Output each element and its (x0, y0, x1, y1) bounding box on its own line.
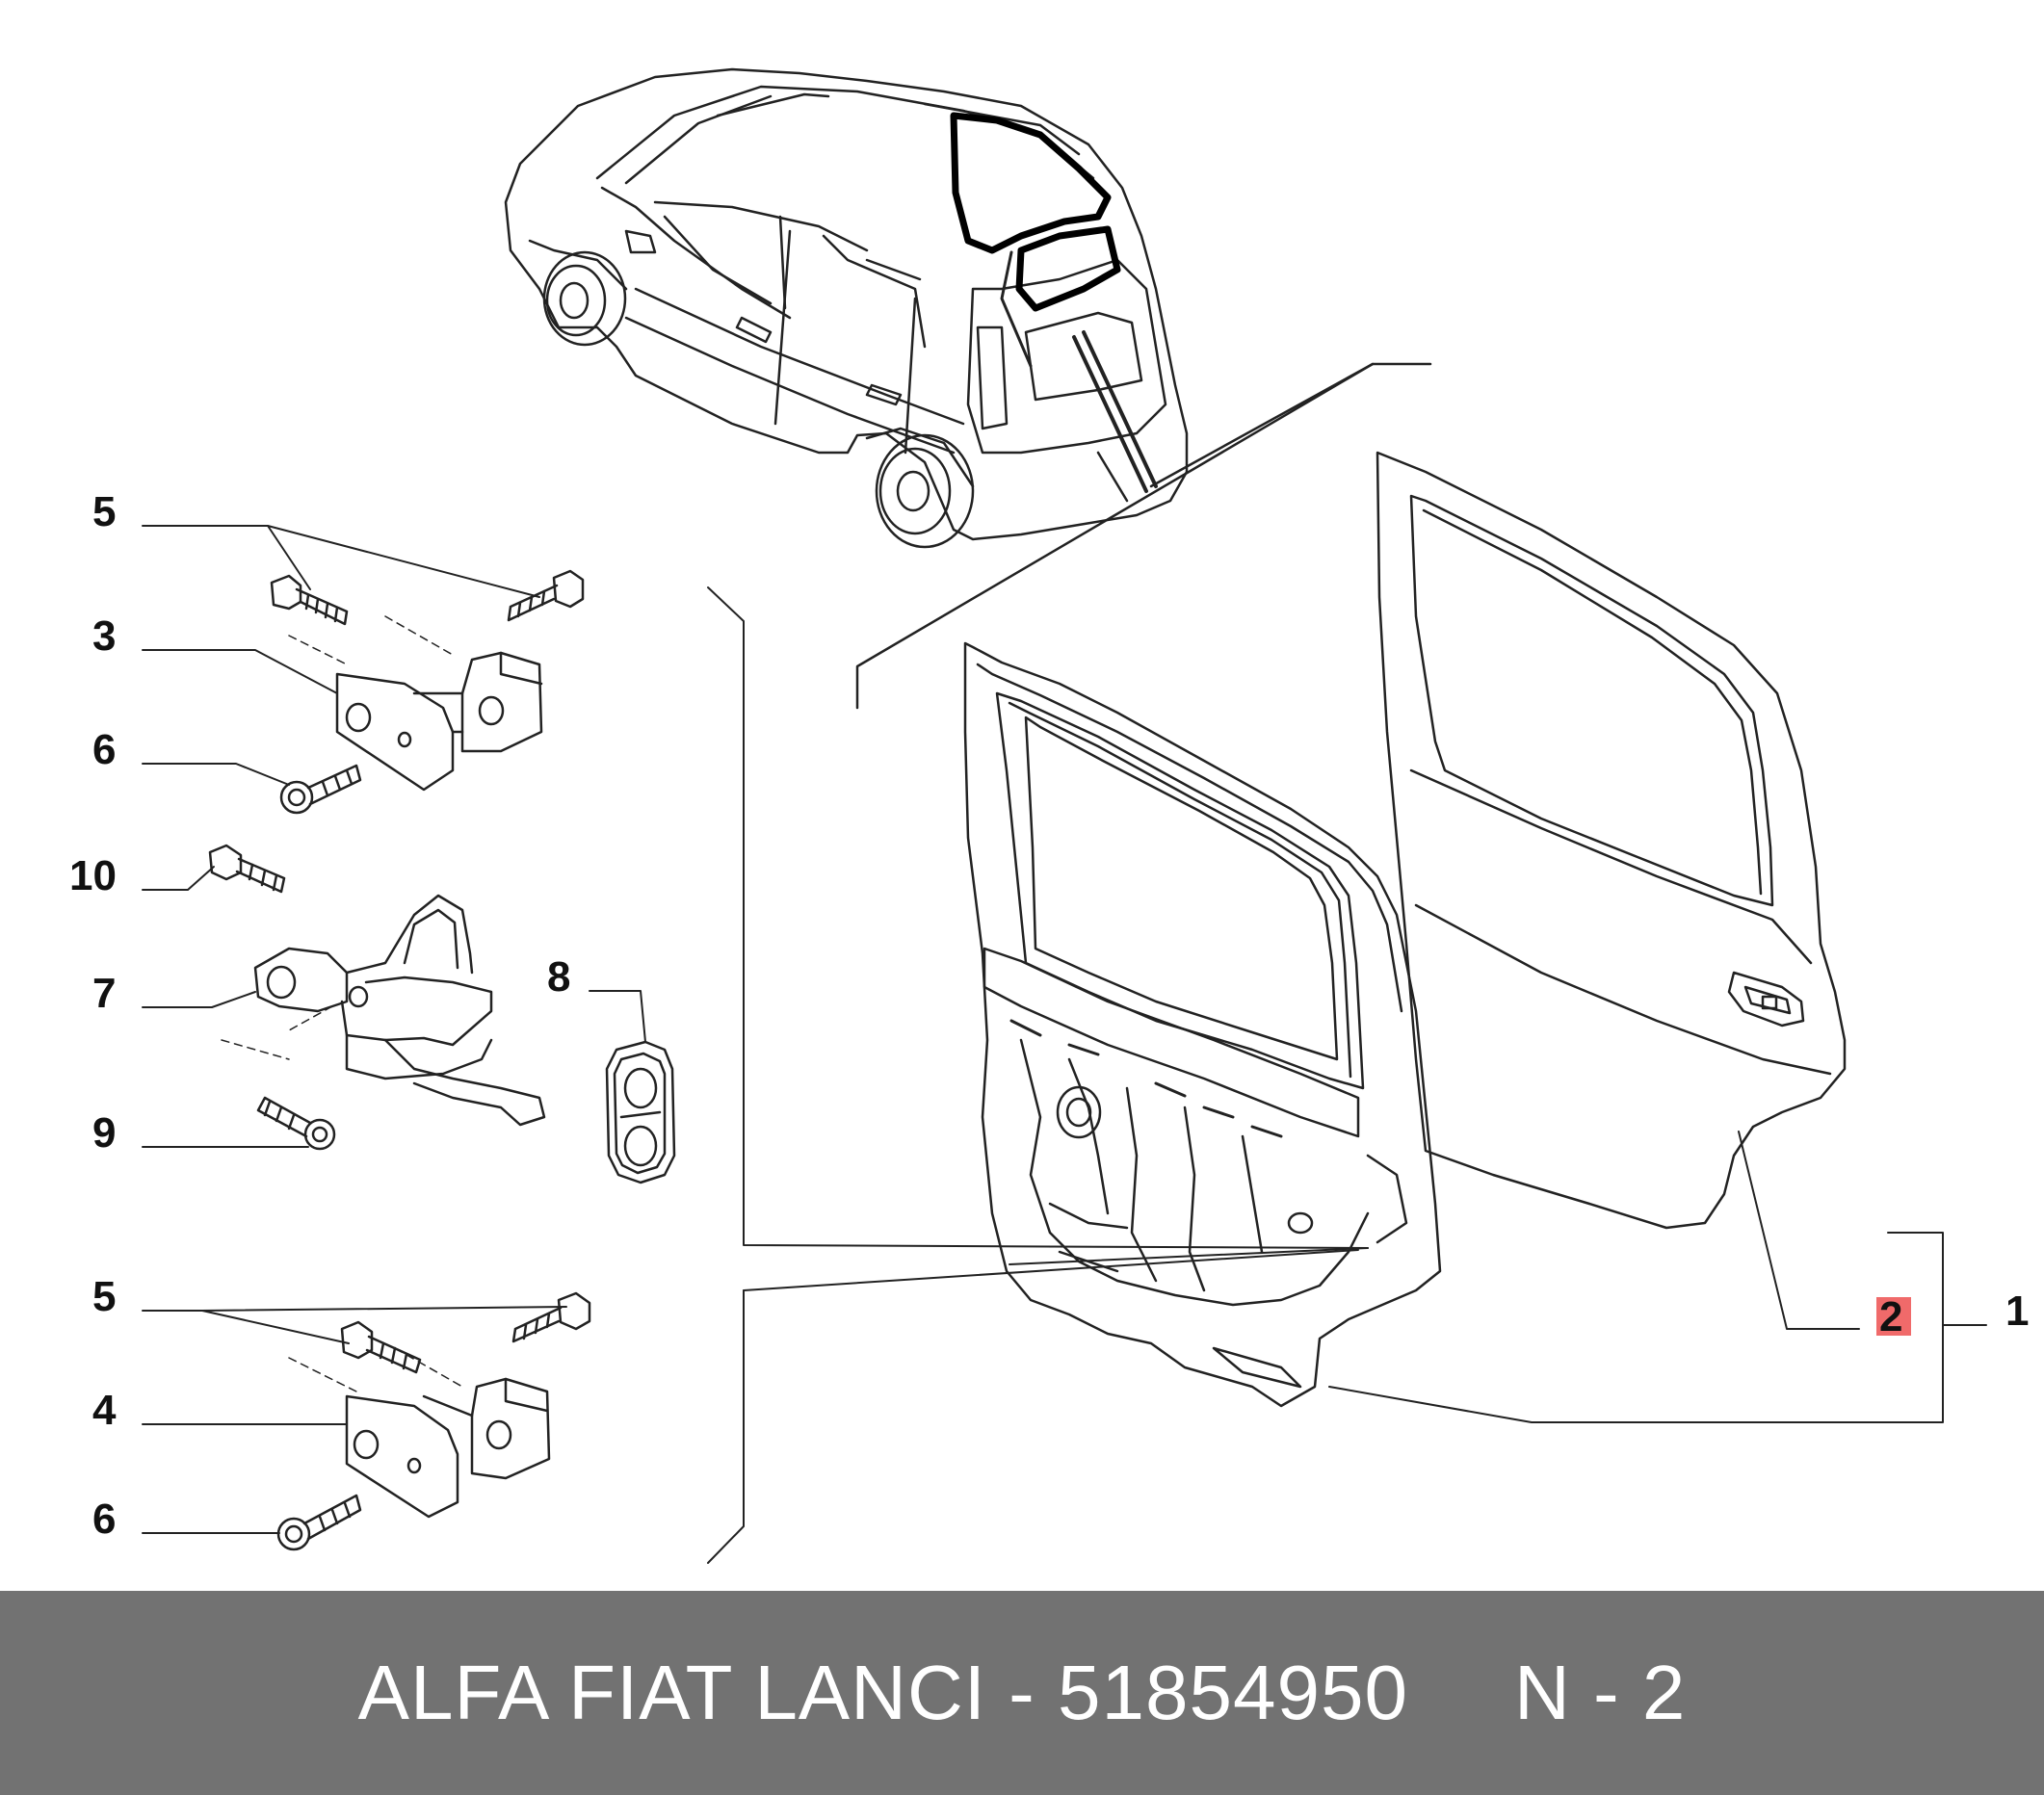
callout-5-top: 5 (92, 488, 116, 535)
diagram-canvas: 5 3 6 10 7 8 9 5 4 6 2 1 (69, 67, 2029, 1564)
callout-1: 1 (2005, 1288, 2029, 1335)
hinge-3 (288, 615, 543, 792)
callout-2: 2 (1879, 1293, 1902, 1340)
callout-6-top: 6 (92, 726, 116, 773)
hinge-4 (288, 1347, 551, 1519)
callout-7: 7 (92, 970, 116, 1017)
bolt-10 (208, 844, 286, 894)
leader-lines (142, 525, 1987, 1564)
bolt-5-top-right (507, 569, 585, 622)
grommet-8 (605, 1040, 676, 1184)
callout-labels: 5 3 6 10 7 8 9 5 4 6 2 1 (69, 488, 2029, 1543)
footer-brand-part-number: ALFA FIAT LANCI - 51854950 (357, 1650, 1408, 1735)
bolt-5-top-left (270, 574, 349, 626)
car-illustration (504, 67, 1189, 549)
bolt-5-bottom-right (511, 1291, 591, 1343)
callout-3: 3 (92, 612, 116, 660)
callout-9: 9 (92, 1109, 116, 1157)
bolt-9 (256, 1096, 336, 1151)
callout-10: 10 (69, 852, 117, 899)
callout-2-highlight (1876, 1297, 1911, 1336)
bolt-6-top (279, 764, 362, 815)
door-inner-frame (963, 641, 1442, 1408)
door-outer-panel (1376, 451, 1847, 1230)
callout-5-bottom: 5 (92, 1273, 116, 1320)
callout-4: 4 (92, 1387, 117, 1434)
callout-8: 8 (547, 953, 570, 1001)
bolt-5-bottom-left (340, 1320, 422, 1374)
door-check-7 (221, 894, 546, 1127)
bolt-6-bottom (276, 1494, 362, 1551)
part-number-footer: ALFA FIAT LANCI - 51854950 N - 2 (0, 1591, 2044, 1795)
callout-6-bottom: 6 (92, 1496, 116, 1543)
footer-ref: N - 2 (1513, 1650, 1687, 1735)
